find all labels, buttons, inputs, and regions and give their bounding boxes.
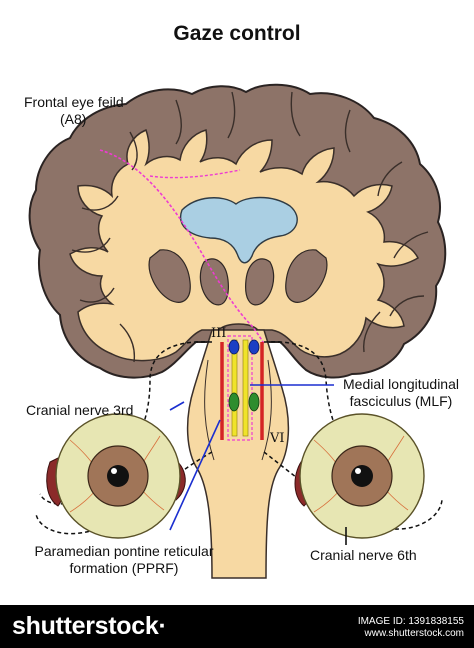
image-id-text: IMAGE ID: 1391838155 — [357, 616, 464, 627]
right-eye-pupil — [351, 465, 373, 487]
brainstem — [186, 329, 290, 579]
cranial-nerve-iii-nucleus-left — [228, 339, 240, 355]
cranial-nerve-iii-nucleus-right — [248, 339, 260, 355]
mlf-line1: Medial longitudinal — [343, 376, 459, 392]
right-basal-nucleus — [285, 249, 328, 303]
cn6-marker: VI — [270, 431, 285, 446]
left-basal-nucleus — [148, 249, 191, 303]
right-eye-icon — [294, 413, 425, 539]
cranial-nerve-6-label: Cranial nerve 6th — [310, 547, 417, 563]
left-thalamus — [199, 258, 229, 306]
mlf-dashed-box — [227, 335, 253, 441]
pprf-leader — [169, 419, 221, 531]
cerebellar-peduncle-right — [261, 359, 272, 461]
mlf-label: Medial longitudinal fasciculus (MLF) — [336, 376, 466, 410]
right-thalamus — [245, 258, 275, 306]
brain-coronal-icon — [28, 83, 447, 579]
cerebellar-peduncle-left — [204, 359, 215, 461]
lateral-ventricles — [179, 196, 298, 264]
mlf-line2: fasciculus (MLF) — [349, 393, 453, 409]
left-eye-pupil — [107, 465, 129, 487]
leader-lines — [169, 384, 347, 545]
cn3-leader — [169, 401, 185, 411]
frontal-eye-field-pathway — [99, 149, 265, 345]
pprf-line2: formation (PPRF) — [69, 560, 179, 576]
shutterstock-logo-icon: shutterstock· — [12, 612, 167, 641]
cn3-marker: III — [211, 326, 227, 341]
pathway-to-frontal-field — [149, 169, 241, 179]
gyri-folds — [71, 91, 429, 363]
footer-logo-text: shutterstock — [12, 612, 159, 640]
footer-logo-mark: · — [158, 612, 167, 640]
left-eye-icon — [46, 413, 186, 539]
page-title: Gaze control — [173, 22, 301, 45]
mlf-tract-right — [242, 339, 249, 437]
frontal-eye-field-line1: Frontal eye feild — [24, 94, 124, 110]
frontal-eye-field-line2: (A8) — [60, 111, 87, 127]
cranial-nerve-vi-nucleus-left — [228, 392, 240, 412]
cranial-nerve-3-label: Cranial nerve 3rd — [26, 402, 134, 418]
frontal-eye-field-label: Frontal eye feild (A8) — [24, 94, 124, 128]
watermark-footer: shutterstock· IMAGE ID: 1391838155 www.s… — [0, 605, 474, 648]
cranial-nerve-vi-nucleus-right — [248, 392, 260, 412]
pprf-label: Paramedian pontine reticular formation (… — [14, 543, 234, 577]
mlf-tract-left — [231, 339, 238, 437]
pprf-line1: Paramedian pontine reticular — [34, 543, 214, 559]
footer-image-id: IMAGE ID: 1391838155 www.shutterstock.co… — [358, 616, 464, 640]
site-text: www.shutterstock.com — [364, 628, 464, 639]
